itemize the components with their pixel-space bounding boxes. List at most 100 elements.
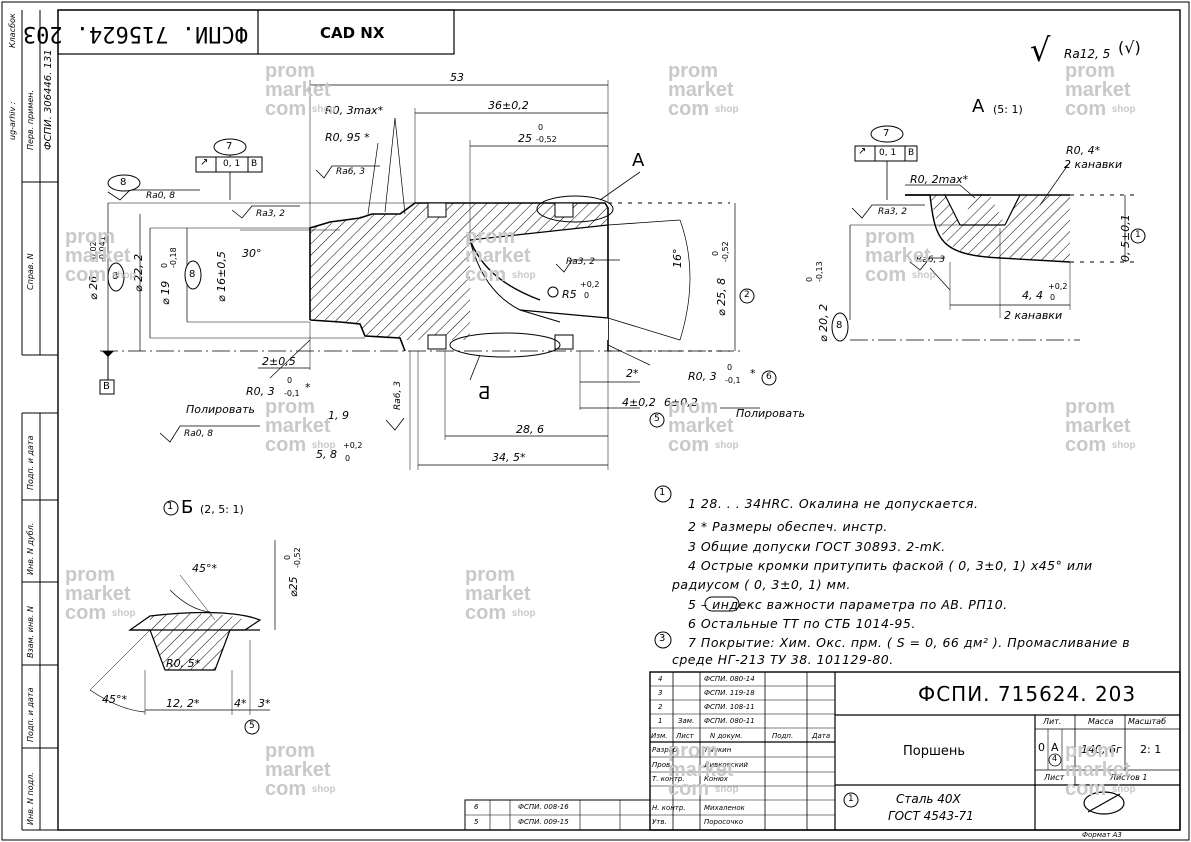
sheet-label: Лист <box>1044 773 1065 782</box>
side-archive: ug-arhiv : <box>8 101 17 141</box>
lit-a: А <box>1051 741 1059 754</box>
dim-r03-right-up: 0 <box>727 363 733 372</box>
sheets-label: Листов 1 <box>1110 773 1148 782</box>
rev-low-1-doc: ФСПИ. 009-15 <box>518 818 569 826</box>
prov-label: Пров. <box>652 761 673 769</box>
col-list: Лист <box>676 732 694 740</box>
ang-16: 16° <box>671 248 684 269</box>
ra08-left: Ra0, 8 <box>184 429 213 439</box>
note-1: 1 28. . . 34HRC. Окалина не допускается. <box>688 496 979 511</box>
view-b-circle-label: 1 <box>167 501 174 512</box>
strip-vzam: Взам. инв. N <box>26 606 35 658</box>
vb-ang45-bot: 45°* <box>102 693 127 706</box>
col-date: Дата <box>812 732 831 740</box>
va-tol-value: 0, 1 <box>879 148 897 158</box>
va-circle-1: 1 <box>1135 230 1141 240</box>
va-d202-up: 0 <box>805 276 814 282</box>
dim-r03-left-star: * <box>305 381 311 394</box>
va-ra63: Ra6, 3 <box>916 255 945 265</box>
vb-d25-up: 0 <box>283 554 292 560</box>
material-1: Сталь 40Х <box>896 792 961 806</box>
va-tol-symbol-icon: ↗ <box>858 146 867 157</box>
strip-podp-1: Подп. и дата <box>26 435 35 491</box>
side-perv-value: ФСПИ. 306446. 131 <box>43 49 54 150</box>
va-grooves-top: 2 канавки <box>1064 158 1123 171</box>
strip-podp-2: Подп. и дата <box>26 687 35 743</box>
dim-28-6: 28, 6 <box>516 423 544 436</box>
dim-25-low: -0,52 <box>536 135 557 144</box>
scale-header: Масштаб <box>1128 717 1167 726</box>
dim-d26-up: -0,02 <box>89 241 98 262</box>
dim-5-8-low: 0 <box>345 454 351 463</box>
va-bubble-8: 8 <box>836 320 843 331</box>
note-7b: среде НГ-213 ТУ 38. 101129-80. <box>672 652 894 667</box>
dim-d258: ⌀ 25, 8 <box>715 277 728 316</box>
dim-r03-left: R0, 3 <box>246 385 275 398</box>
note-4b: радиусом ( 0, 3±0, 1) мм. <box>672 577 851 592</box>
section-label-b: Б <box>478 383 491 404</box>
rev-low-0-doc: ФСПИ. 008-16 <box>518 803 569 811</box>
razrab-name: Тычкин <box>704 746 732 754</box>
va-d202: ⌀ 20, 2 <box>817 303 830 342</box>
va-d05: 0, 5±0,1 <box>1119 214 1132 262</box>
drawing-frame <box>57 9 1181 831</box>
material-circle: 1 <box>848 794 854 804</box>
vb-ang45-top: 45°* <box>192 562 217 575</box>
title-part-name: Поршень <box>903 744 966 759</box>
bubble-7: 7 <box>226 141 233 152</box>
utv-label: Утв. <box>652 818 667 826</box>
rev-3-list: Зам. <box>678 717 695 725</box>
rev-1-doc: ФСПИ. 119-18 <box>704 689 755 697</box>
lit-0: 0 <box>1038 741 1045 754</box>
nkontr-label: Н. контр. <box>652 804 686 812</box>
circle-6: 6 <box>766 372 772 382</box>
roughness-general-check: (√) <box>1118 38 1141 57</box>
roughness-check-icon: √ <box>1030 31 1051 69</box>
dim-r03-right-star: * <box>750 367 756 380</box>
dim-1-9: 1, 9 <box>328 409 349 422</box>
ang-30: 30° <box>242 247 262 260</box>
va-d44-up: +0,2 <box>1048 282 1068 291</box>
rev-low-0-izm: 6 <box>474 803 479 811</box>
side-sprav: Справ. N <box>26 253 35 290</box>
view-b-detail <box>89 500 276 735</box>
vb-circle-5: 5 <box>249 721 255 731</box>
dim-r5-low: 0 <box>584 291 590 300</box>
section-label-a: А <box>632 150 645 171</box>
mass-value: 140, 6г <box>1081 743 1122 756</box>
bubble-8-vert: 8 <box>112 271 119 282</box>
cad-label: CAD NX <box>320 24 385 42</box>
polir-right: Полировать <box>736 407 806 420</box>
view-a-label: А <box>972 96 985 117</box>
dim-r03-right: R0, 3 <box>688 370 717 383</box>
vb-d25: ⌀25 <box>287 576 300 597</box>
view-b-label: Б <box>181 497 194 518</box>
view-a-scale: (5: 1) <box>993 103 1023 116</box>
note-2: 2 * Размеры обеспеч. инстр. <box>688 519 888 534</box>
va-tol-datum: В <box>908 148 915 158</box>
vb-d122: 12, 2* <box>166 697 200 710</box>
dim-d258-up: 0 <box>711 250 720 256</box>
utv-name: Поросочко <box>704 818 744 826</box>
dim-34-5: 34, 5* <box>492 451 526 464</box>
note-4: 4 Острые кромки притупить фаской ( 0, 3±… <box>688 558 1093 573</box>
tol-symbol-icon: ↗ <box>200 157 209 168</box>
note-6: 6 Остальные ТТ по СТБ 1014-95. <box>688 616 916 631</box>
lit-circle-4: 4 <box>1052 754 1058 763</box>
dim-5-8: 5, 8 <box>316 448 337 461</box>
vb-d3: 3* <box>258 697 271 710</box>
rev-2-doc: ФСПИ. 108-11 <box>704 703 755 711</box>
dim-r095: R0, 95 * <box>325 131 370 144</box>
va-d202-low: -0,13 <box>815 261 824 282</box>
ra63-top: Ra6, 3 <box>336 167 365 177</box>
tol-datum: В <box>251 159 258 169</box>
header-doc-number: ФСПИ. 715624. 203 <box>22 21 248 46</box>
dim-d26-low: -0,041 <box>98 236 107 262</box>
lit-header: Лит. <box>1043 717 1062 726</box>
main-section-view <box>99 80 777 470</box>
dim-r03-left-low: -0,1 <box>284 389 300 398</box>
material-2: ГОСТ 4543-71 <box>888 809 974 823</box>
dim-d19: ⌀ 19 <box>159 280 172 305</box>
bubble-8-inner: 8 <box>189 269 196 280</box>
view-a-detail <box>831 125 1146 342</box>
